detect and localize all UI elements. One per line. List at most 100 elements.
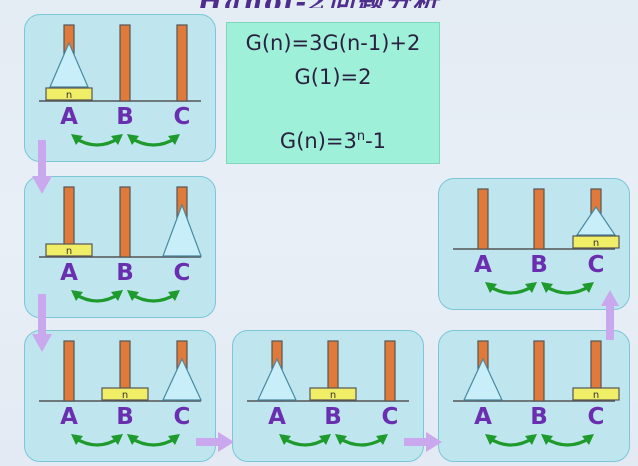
- arrowhead-right-ab: [525, 282, 537, 293]
- peg-label-c: C: [174, 104, 191, 130]
- peg-b: [119, 24, 131, 102]
- flow-arrow-right-2: [404, 432, 442, 452]
- disk-n-label: n: [122, 390, 128, 401]
- disk-n-label: n: [593, 390, 599, 401]
- peg-c: [176, 24, 188, 102]
- peg-label-c: C: [174, 404, 191, 430]
- peg-b: [119, 186, 131, 258]
- disk-stack-triangle: [257, 357, 297, 401]
- move-arrow-bc: [130, 436, 177, 447]
- arrowhead-right-bc: [168, 134, 180, 145]
- arrowhead-left-bc: [541, 434, 553, 445]
- disk-n-label: n: [593, 238, 599, 249]
- flow-arrow-down-1: [32, 140, 52, 194]
- move-arrow-bc: [338, 436, 385, 447]
- peg-label-c: C: [588, 252, 605, 278]
- peg-label-c: C: [588, 404, 605, 430]
- closed-form-formula: G(n)=3n-1: [227, 129, 439, 153]
- arrowhead-left-bc: [541, 282, 553, 293]
- base-case-formula: G(1)=2: [294, 65, 372, 89]
- move-arrow-ab: [74, 436, 120, 447]
- arrowhead-right-ab: [111, 434, 123, 445]
- peg-label-b: B: [116, 104, 134, 130]
- arrowhead-right-bc: [168, 434, 180, 445]
- disk-n: [45, 87, 93, 101]
- disk-n: [572, 387, 620, 401]
- move-arrow-bc: [130, 292, 177, 303]
- arrowhead-left-ab: [71, 290, 83, 301]
- disk-n-label: n: [330, 390, 336, 401]
- peg-label-c: C: [382, 404, 399, 430]
- disk-stack-triangle: [463, 357, 503, 401]
- hanoi-diagram: nA B C: [247, 340, 409, 447]
- disk-n: [101, 387, 149, 401]
- recurrence-formula: G(n)=3G(n-1)+2: [245, 31, 421, 55]
- move-arrow-ab: [282, 436, 328, 447]
- hanoi-diagram: nA B C: [453, 340, 620, 447]
- arrowhead-right-bc: [376, 434, 388, 445]
- peg-b: [533, 340, 545, 402]
- slide-title: Hanoi-2问题分析: [0, 0, 638, 8]
- move-arrow-ab: [488, 436, 534, 447]
- peg-c: [590, 340, 602, 402]
- peg-label-a: A: [60, 260, 78, 286]
- move-arrow-bc: [130, 136, 177, 147]
- arrowhead-left-ab: [71, 134, 83, 145]
- peg-label-b: B: [530, 404, 548, 430]
- formula-box: G(n)=3G(n-1)+2 G(1)=2 G(n)=3n-1: [226, 22, 440, 164]
- peg-a: [477, 188, 489, 250]
- disk-stack-triangle: [575, 205, 617, 236]
- arrowhead-left-bc: [335, 434, 347, 445]
- disk-n: [45, 243, 93, 257]
- closed-form-base: G(n)=3: [279, 129, 357, 153]
- arrowhead-right-ab: [111, 290, 123, 301]
- move-arrow-bc: [544, 284, 591, 295]
- peg-a: [63, 186, 75, 258]
- closed-form-tail: -1: [365, 129, 387, 153]
- arrowhead-left-ab: [485, 434, 497, 445]
- arrowhead-left-ab: [71, 434, 83, 445]
- arrowhead-right-bc: [168, 290, 180, 301]
- peg-c: [384, 340, 396, 402]
- closed-form-exponent: n: [356, 129, 366, 144]
- arrowhead-left-ab: [485, 282, 497, 293]
- arrowhead-left-bc: [127, 134, 139, 145]
- disk-n-label: n: [66, 90, 72, 101]
- peg-b: [533, 188, 545, 250]
- arrowhead-right-ab: [319, 434, 331, 445]
- peg-label-a: A: [60, 404, 78, 430]
- peg-label-b: B: [530, 252, 548, 278]
- move-arrow-ab: [74, 136, 120, 147]
- disk-stack-triangle: [162, 203, 202, 257]
- arrowhead-left-bc: [127, 434, 139, 445]
- arrowhead-right-bc: [582, 434, 594, 445]
- disk-n-label: n: [66, 246, 72, 257]
- peg-label-b: B: [324, 404, 342, 430]
- flow-arrow-down-2: [32, 294, 52, 352]
- arrowhead-right-ab: [111, 134, 123, 145]
- peg-label-a: A: [474, 404, 492, 430]
- move-arrow-ab: [488, 284, 534, 295]
- disk-n: [572, 235, 620, 249]
- disk-n: [309, 387, 357, 401]
- flow-arrow-right-1: [196, 432, 234, 452]
- peg-label-a: A: [268, 404, 286, 430]
- arrowhead-right-ab: [525, 434, 537, 445]
- flow-arrow-up-1: [601, 290, 619, 340]
- arrowhead-left-ab: [279, 434, 291, 445]
- peg-b: [327, 340, 339, 402]
- move-arrow-ab: [74, 292, 120, 303]
- peg-label-b: B: [116, 404, 134, 430]
- arrowhead-left-bc: [127, 290, 139, 301]
- hanoi-diagram: nA B C: [39, 340, 202, 447]
- peg-label-c: C: [174, 260, 191, 286]
- peg-label-b: B: [116, 260, 134, 286]
